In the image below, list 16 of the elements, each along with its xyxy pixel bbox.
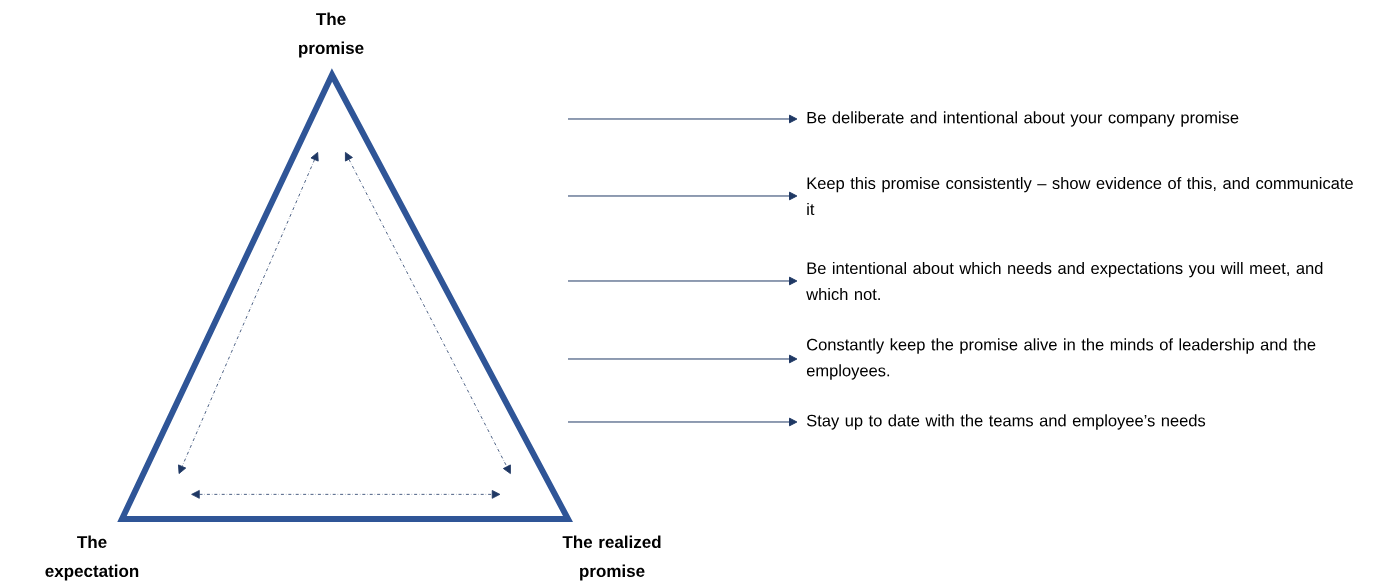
arrow — [567, 191, 798, 201]
corner-label: The expectation — [45, 535, 139, 581]
arrow — [345, 152, 511, 474]
statement-text: Constantly keep the promise alive in the minds of leadership and the employees. — [806, 338, 1316, 380]
corner-label: The realized promise — [562, 535, 661, 581]
statement-text: Be deliberate and intentional about your company promise — [807, 111, 1239, 127]
statement-text: Stay up to date with the teams and employee’s needs — [806, 414, 1206, 430]
arrow — [567, 417, 798, 427]
statement-text: Be intentional about which needs and expectations you will meet, and which not. — [806, 261, 1323, 301]
arrow — [567, 276, 798, 286]
corner-label: The promise — [299, 12, 364, 58]
arrow — [567, 114, 798, 124]
arrow — [178, 152, 319, 474]
arrow — [567, 354, 798, 364]
statement-text: Keep this promise consistently – show evidence of this, and communicate it — [807, 176, 1353, 216]
arrow — [191, 490, 501, 499]
